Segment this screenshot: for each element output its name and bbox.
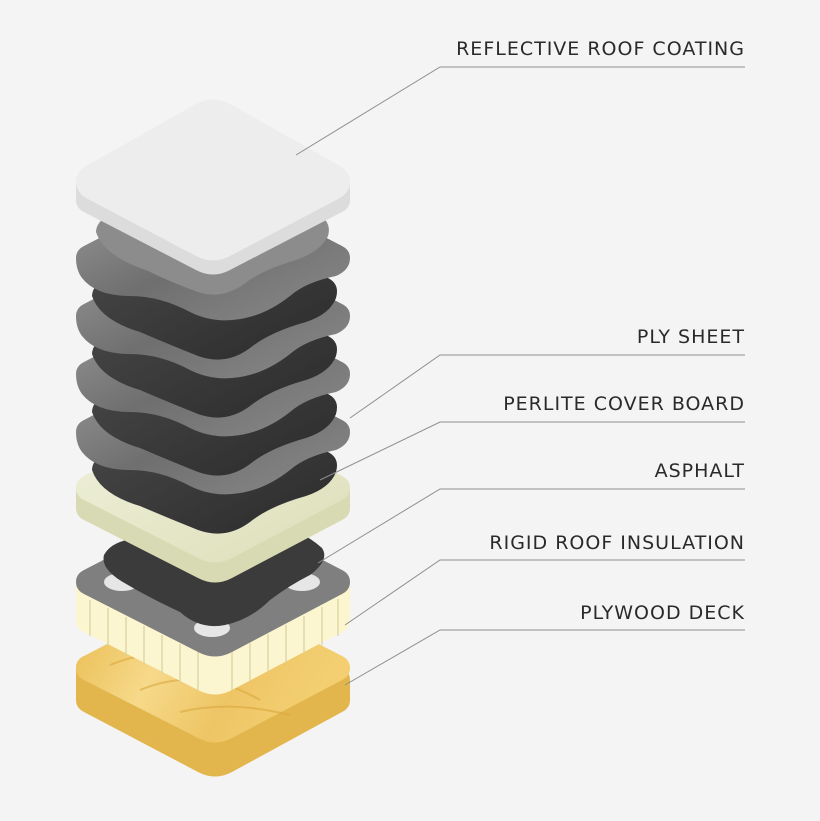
label-asphalt: ASPHALT <box>655 460 745 482</box>
leader-perlite <box>319 421 745 481</box>
label-plywood-deck: PLYWOOD DECK <box>580 602 745 624</box>
layer-labels: REFLECTIVE ROOF COATING PLY SHEET PERLIT… <box>456 38 745 624</box>
label-rigid-roof-insulation: RIGID ROOF INSULATION <box>489 532 745 554</box>
label-reflective-roof-coating: REFLECTIVE ROOF COATING <box>456 38 745 60</box>
reflective-coating-layer <box>76 99 350 275</box>
leader-plywood <box>344 629 745 686</box>
leader-reflective <box>295 66 745 156</box>
leader-ply <box>349 354 745 419</box>
leader-asphalt <box>317 488 745 564</box>
leader-lines <box>295 66 745 686</box>
leader-rigid <box>344 559 745 626</box>
label-perlite-cover-board: PERLITE COVER BOARD <box>503 393 745 415</box>
insulation-ribs <box>89 599 339 690</box>
label-ply-sheet: PLY SHEET <box>637 326 745 348</box>
